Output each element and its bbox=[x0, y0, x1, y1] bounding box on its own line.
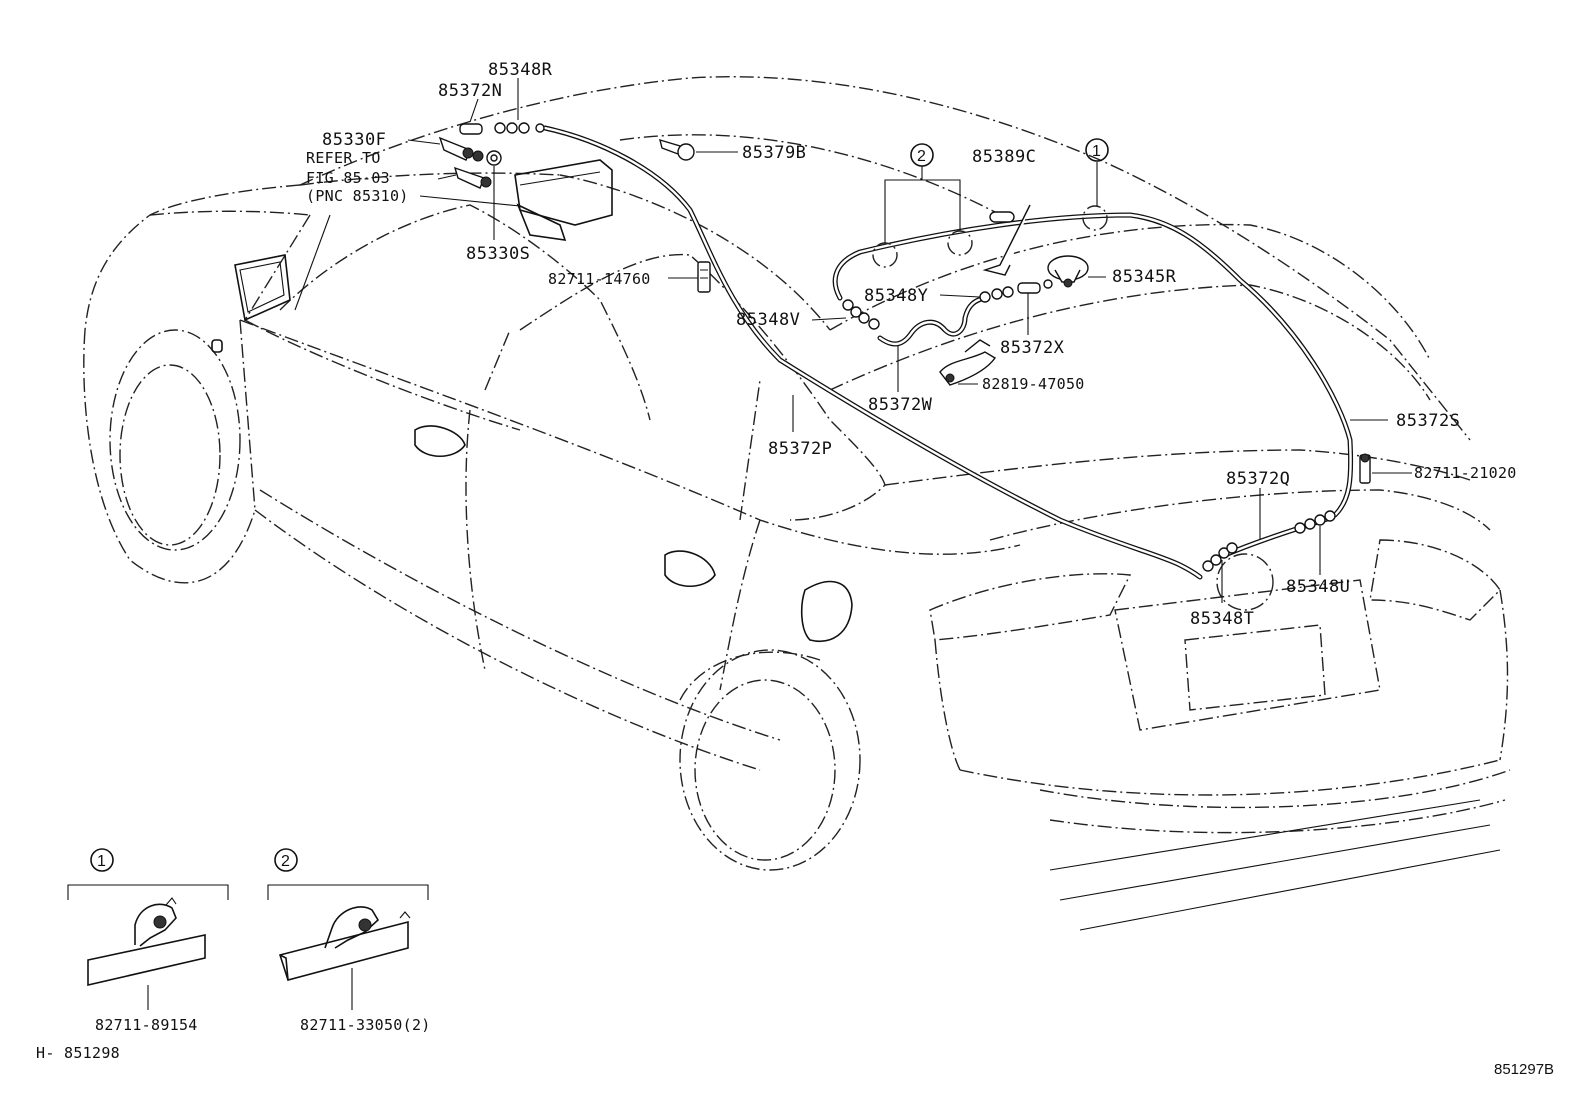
grommet-85379B bbox=[659, 138, 695, 161]
label-85372N: 85372N bbox=[438, 81, 502, 101]
car-body-outline bbox=[83, 76, 1511, 931]
callout-1-number: 1 bbox=[1092, 143, 1101, 160]
label-82711-14760: 82711-14760 bbox=[548, 270, 651, 288]
label-85348V: 85348V bbox=[736, 310, 800, 330]
inset-1: 1 82711-89154 bbox=[67, 848, 229, 1034]
label-85379B: 85379B bbox=[742, 143, 806, 163]
inset-1-part-number: 82711-89154 bbox=[95, 1016, 198, 1034]
label-85330F: 85330F bbox=[322, 130, 386, 150]
inset-1-number: 1 bbox=[97, 853, 106, 870]
callout-1-marker: 1 bbox=[1085, 138, 1109, 162]
label-85372X: 85372X bbox=[1000, 338, 1065, 358]
label-82711-21020: 82711-21020 bbox=[1414, 464, 1517, 482]
label-85348Y: 85348Y bbox=[864, 286, 928, 306]
label-85330S: 85330S bbox=[466, 244, 530, 264]
label-85348R: 85348R bbox=[488, 60, 553, 80]
connectors-rear bbox=[1202, 453, 1371, 572]
clip-82711-14760 bbox=[697, 261, 711, 293]
figure-id: 851297B bbox=[1494, 1061, 1554, 1078]
label-85389C: 85389C bbox=[972, 147, 1036, 167]
washer-hose-wavy bbox=[877, 295, 988, 347]
label-fig-85-03: FIG 85-03 bbox=[306, 169, 390, 187]
label-82819-47050: 82819-47050 bbox=[982, 375, 1085, 393]
label-pnc-85310: (PNC 85310) bbox=[306, 187, 409, 205]
part-labels: 85348R 85372N 85330F REFER TO FIG 85-03 … bbox=[306, 60, 1517, 629]
inset-2-number: 2 bbox=[281, 853, 290, 870]
nozzle-parts-rear bbox=[842, 204, 1089, 386]
connectors-front bbox=[438, 122, 545, 189]
label-85372Q: 85372Q bbox=[1226, 469, 1290, 489]
label-85348T: 85348T bbox=[1190, 609, 1254, 629]
inset-2-part-number: 82711-33050(2) bbox=[300, 1016, 431, 1034]
inset-2: 2 82711-33050(2) bbox=[267, 848, 431, 1034]
label-85372P: 85372P bbox=[768, 439, 832, 459]
callout-2-number: 2 bbox=[917, 148, 926, 165]
washer-hose-rear-right bbox=[832, 212, 1354, 518]
washer-tank bbox=[514, 159, 613, 241]
label-85372S: 85372S bbox=[1396, 411, 1460, 431]
label-85345R: 85345R bbox=[1112, 267, 1177, 287]
illustration-code: H- 851298 bbox=[36, 1044, 120, 1062]
washer-hose-main bbox=[542, 125, 1203, 580]
label-refer-to: REFER TO bbox=[306, 149, 381, 167]
label-85372W: 85372W bbox=[868, 395, 933, 415]
label-85348U: 85348U bbox=[1286, 577, 1350, 597]
leader-lines bbox=[294, 78, 1412, 603]
callout-2-marker: 2 bbox=[910, 143, 934, 167]
